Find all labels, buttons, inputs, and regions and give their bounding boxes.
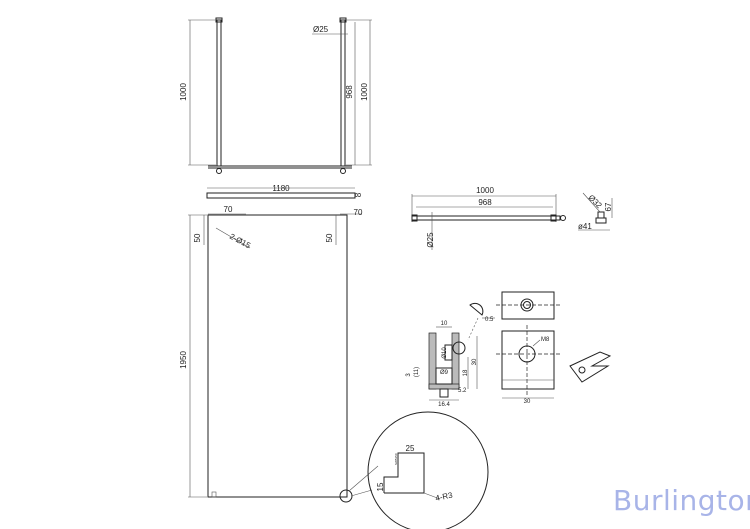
label-hole-right: 50 [325, 233, 334, 242]
label-lip: 5.2 [458, 388, 467, 394]
corner-detail: 25 15 4-R3 SW5150 [339, 411, 489, 529]
leader-line [467, 317, 479, 341]
clip-hole [578, 366, 586, 374]
label-gap: 0.5 [485, 317, 494, 323]
panel-foot [211, 491, 217, 498]
corner-profile [383, 452, 425, 494]
rod [411, 215, 561, 221]
gap-detail [469, 302, 484, 316]
label-detail-width: 25 [406, 444, 415, 453]
leader-line [215, 227, 251, 249]
end-fitting [597, 211, 605, 219]
detail-marker [339, 489, 353, 503]
panel-view: 70 70 50 50 2-Ø15 1950 [179, 205, 363, 498]
label-width-bottom: 16.4 [438, 402, 450, 408]
detail-circle [367, 411, 489, 529]
label-offset: (11) [414, 367, 420, 377]
label-offset-left: 70 [224, 205, 233, 214]
bolt-head [435, 367, 453, 385]
label-hole-left: 50 [193, 233, 202, 242]
rod-end-left [411, 214, 418, 222]
clamp-section: 0.5 10 Ø10 30 18 Ø9 (11) 3 16.4 5.2 [406, 302, 495, 408]
detail-marker [452, 341, 466, 355]
bore [444, 344, 453, 361]
label-rod-length: 1000 [476, 186, 494, 195]
label-holes: 2-Ø15 [228, 232, 252, 251]
rod-view: 1000 968 Ø25 Ø32 67 ø41 [411, 186, 613, 250]
clamp-base [428, 383, 460, 390]
label-offset-right: 70 [354, 208, 363, 217]
label-bore: Ø10 [442, 347, 448, 359]
leader-line [582, 192, 601, 213]
leader-line [348, 465, 379, 492]
label-detail-height: 15 [376, 482, 385, 491]
nut-top [501, 291, 555, 320]
leader-line [350, 489, 373, 497]
glass-panel [207, 214, 348, 498]
label-height-inner: 18 [463, 369, 469, 376]
label-rod-view-diameter: Ø25 [426, 232, 435, 248]
label-step: 3 [406, 373, 412, 377]
right-fixing [340, 168, 346, 174]
label-height-left: 1000 [179, 83, 188, 101]
bar-view: 1180 8 [206, 184, 363, 199]
label-nut-width: 30 [524, 399, 531, 405]
leader-line [532, 339, 541, 347]
label-rod-diameter: Ø25 [313, 25, 329, 34]
label-rod-inner-length: 968 [478, 198, 492, 207]
label-thread: M8 [541, 337, 550, 343]
left-fixing [216, 168, 222, 174]
label-panel-height: 1950 [179, 351, 188, 369]
label-end-height: 67 [604, 202, 613, 211]
bolt-shank [439, 388, 449, 398]
label-detail-note: SW5150 [394, 453, 398, 465]
label-detail-radius: 4-R3 [435, 490, 454, 503]
label-width-top: 10 [441, 321, 448, 327]
left-rod [216, 19, 222, 167]
label-height-total: 30 [472, 358, 478, 365]
end-fitting-flange [595, 217, 607, 224]
label-end-diameter: Ø32 [587, 193, 604, 210]
label-bar-thickness: 8 [354, 192, 363, 197]
brand-logo: Burlington [613, 484, 750, 517]
leader-line [423, 492, 441, 500]
clamp-wall-left [428, 332, 437, 390]
label-bolt: Ø9 [440, 370, 449, 376]
bar [206, 192, 356, 199]
rod-end-right [550, 214, 557, 222]
clip-isometric [569, 351, 612, 383]
label-height-right: 1000 [360, 83, 369, 101]
clamp-wall-right [451, 332, 460, 390]
label-flange-diameter: ø41 [578, 222, 592, 231]
rod-fixing [560, 215, 566, 221]
nut-views: M8 30 [496, 291, 612, 405]
label-bar-width: 1180 [272, 184, 290, 193]
nut-front [501, 330, 555, 390]
top-view: 1000 968 1000 Ø25 [179, 17, 372, 174]
label-inner-height: 968 [345, 85, 354, 99]
